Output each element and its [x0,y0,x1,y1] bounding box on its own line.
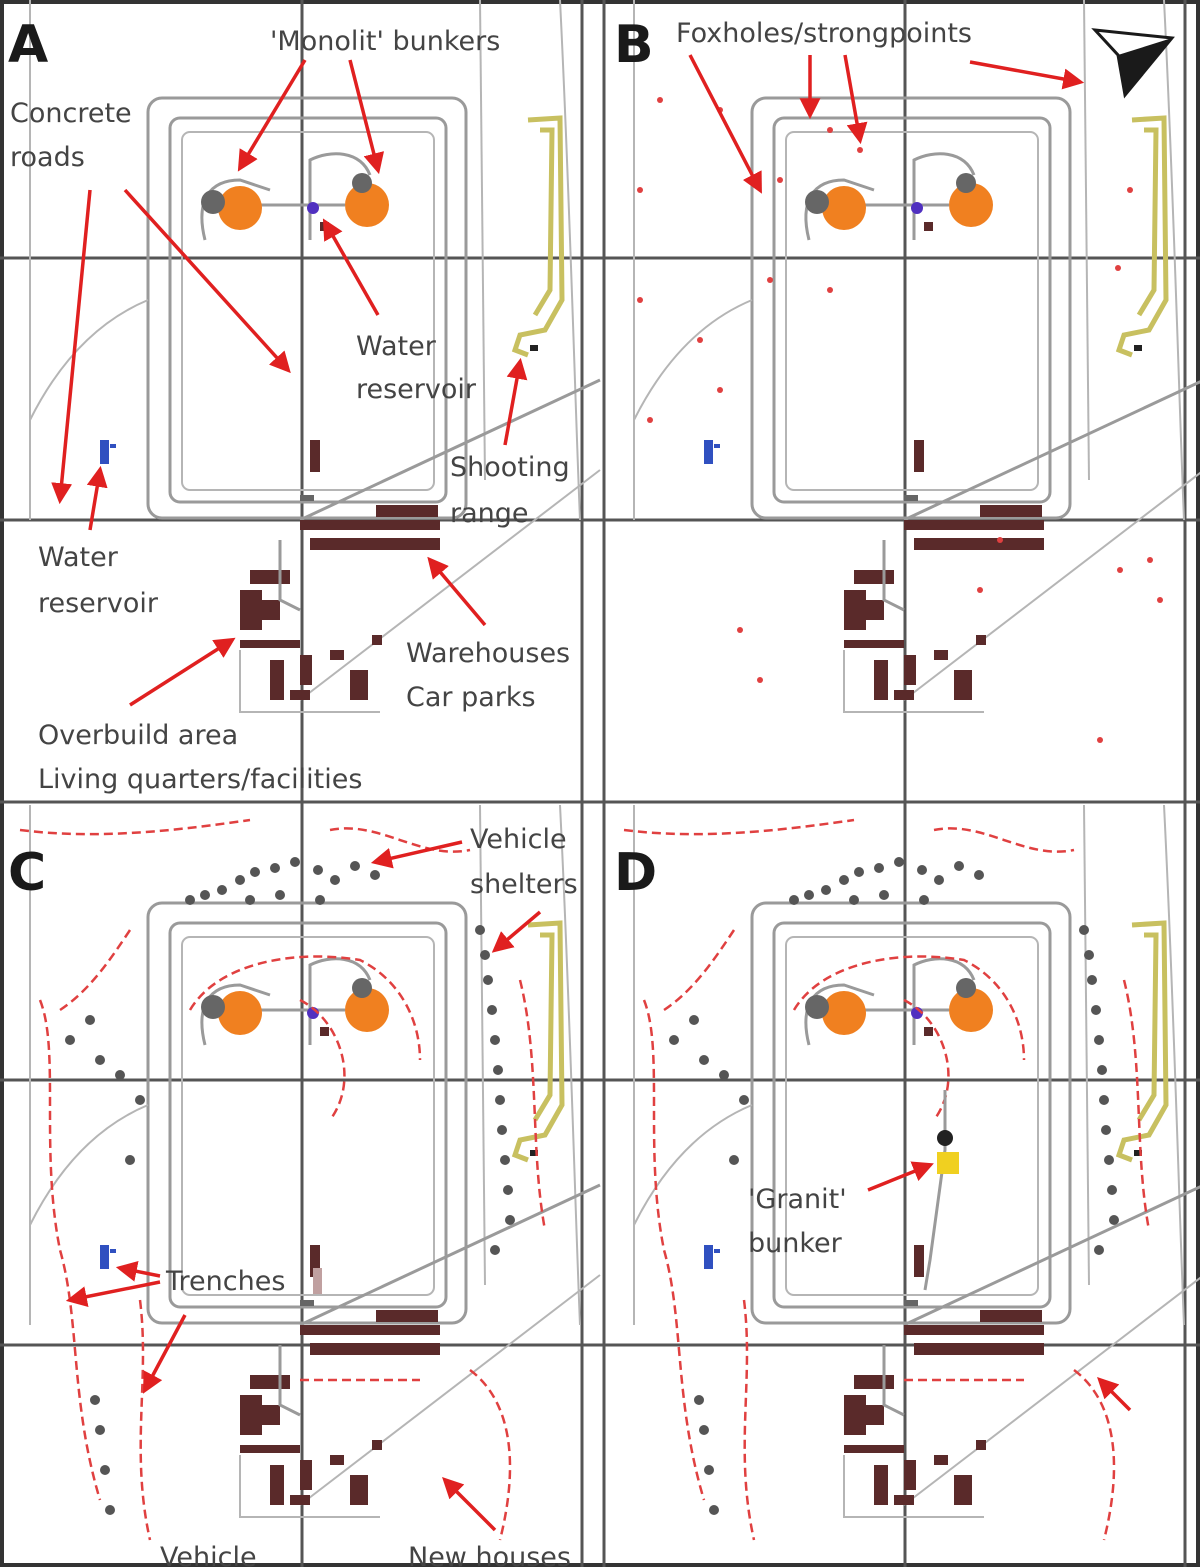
small-building [313,1268,322,1294]
label-overbuild-area: Overbuild area [38,720,238,751]
panel-letter-a: A [8,15,48,75]
label-trenches: Trenches [165,1266,285,1297]
panel-letter-b: B [614,15,654,75]
label-vehicle-shelters-2: shelters [470,869,578,900]
label-vehicle-shelters-1: Vehicle [470,824,567,855]
panel-letter-d: D [614,843,657,903]
label-water-reservoir-center-1: Water [356,331,437,362]
annotation-arrows-c [65,840,542,1532]
label-vehicle-bottom: Vehicle [160,1542,257,1567]
granit-bunker-marker [923,1090,959,1291]
label-warehouses: Warehouses [406,638,570,669]
panel-b: B Foxholes/strongpoints [614,0,1200,743]
annotation-arrows-a [51,59,528,707]
label-new-houses: New houses [408,1542,571,1567]
label-shooting-range-1: Shooting [450,452,570,483]
label-water-reservoir-left-2: reservoir [38,588,159,619]
annotation-arrows-b [688,54,1085,194]
label-concrete-roads-1: Concrete [10,98,132,129]
label-foxholes-strongpoints: Foxholes/strongpoints [676,18,972,49]
label-shooting-range-2: range [450,498,529,529]
panel-d: D 'Granit' bunker [614,805,1200,1542]
foxhole-markers [637,97,1163,743]
label-monolit-bunkers: 'Monolit' bunkers [270,26,500,57]
label-concrete-roads-2: roads [10,142,85,173]
label-granit-bunker-1: 'Granit' [748,1184,847,1215]
label-water-reservoir-left-1: Water [38,542,119,573]
label-car-parks: Car parks [406,682,536,713]
label-granit-bunker-2: bunker [748,1228,843,1259]
panel-letter-c: C [8,843,46,903]
panel-c: C Vehicle shelters Trenches Vehicle New … [8,805,600,1567]
label-living-quarters: Living quarters/facilities [38,764,362,795]
north-arrow-icon [1091,28,1175,99]
panel-a: A 'Monolit' bunkers Concrete roads Water… [8,0,600,795]
annotation-arrows-d [867,1161,1132,1412]
label-water-reservoir-center-2: reservoir [356,374,477,405]
